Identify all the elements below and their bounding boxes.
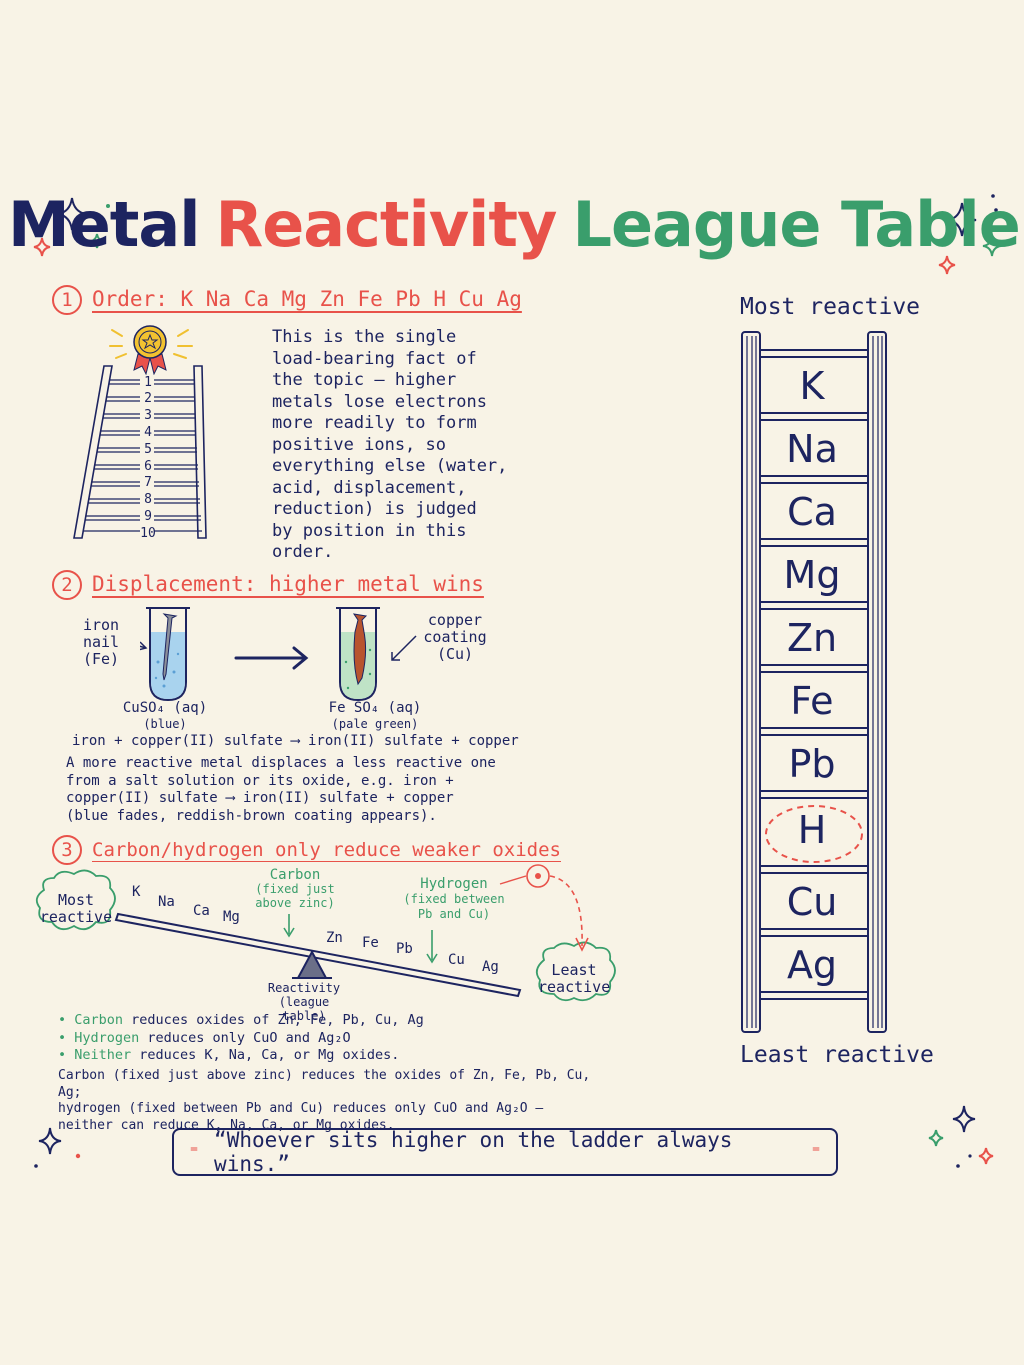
ladder-number: 3: [144, 408, 152, 423]
title-league-table: League Table: [572, 188, 1020, 261]
cuso4-label: CuSO₄ (aq): [122, 700, 208, 716]
ladder-number: 10: [140, 526, 156, 541]
ladder-number: 7: [144, 475, 152, 490]
feso4-label: Fe SO₄ (aq): [328, 700, 422, 716]
sparkle-icon: [33, 237, 51, 257]
beam-metal: Ca: [193, 903, 210, 919]
hydrogen-note: (fixed between Pb and Cu): [403, 892, 505, 921]
ladder-number: 9: [144, 509, 152, 524]
emphasis-marks-icon: ⁼: [809, 1140, 822, 1164]
seesaw-beam: [114, 912, 522, 998]
ladder-number: 4: [144, 425, 152, 440]
ladder-rung-na: Na: [786, 427, 838, 471]
ladder-rung-ca: Ca: [787, 490, 837, 534]
beam-metal: Fe: [362, 935, 379, 951]
iron-nail-label: iron nail (Fe): [82, 616, 120, 668]
sparkle-icon: [978, 1147, 994, 1165]
sparkle-icon: [982, 235, 1002, 257]
hydrogen-highlight-ring: [765, 805, 863, 863]
ladder-rung-fe: Fe: [790, 679, 834, 723]
ladder-number: 1: [144, 375, 152, 390]
sparkle-icon: [928, 1129, 944, 1147]
target-icon: [526, 864, 550, 888]
sparkle-icon: [38, 1127, 62, 1155]
sparkle-icon: [57, 197, 87, 231]
sparkle-icon: [938, 255, 956, 275]
hydrogen-label: Hydrogen: [420, 876, 488, 892]
ladder-number: 2: [144, 391, 152, 406]
ladder-bottom-label: Least reactive: [740, 1042, 934, 1068]
ladder-rung-k: K: [799, 364, 825, 408]
iron-nail-icon: [162, 613, 178, 681]
beam-metal: Cu: [448, 952, 465, 968]
emphasis-marks-icon: ⁼: [188, 1140, 201, 1164]
sparkle-icon: [952, 1105, 976, 1133]
pivot-label: Reactivity (league table): [267, 981, 341, 1023]
carbon-note: (fixed just above zinc): [255, 882, 335, 910]
ladder-rung-mg: Mg: [783, 553, 841, 597]
list-item: • Carbon reduces oxides of Zn, Fe, Pb, C…: [58, 1012, 424, 1028]
section2-paragraph: A more reactive metal displaces a less r…: [66, 755, 496, 824]
ladder-number: 8: [144, 492, 152, 507]
beam-metal: Na: [158, 894, 175, 910]
copper-coating-label: copper coating (Cu): [423, 611, 487, 663]
section1-heading-text: Order: K Na Ca Mg Zn Fe Pb H Cu Ag: [92, 287, 522, 311]
reduction-seesaw-diagram: K Na Ca Mg Zn Fe Pb Cu Ag: [35, 864, 616, 1002]
numbered-ladder-illustration: 1 2 3 4 5 6 7 8 9 10: [73, 325, 207, 541]
reaction-arrow-icon: [234, 646, 309, 670]
title-metal: Metal: [8, 188, 200, 261]
section1-heading: 1 Order: K Na Ca Mg Zn Fe Pb H Cu Ag: [52, 285, 522, 315]
sparkle-icon: [90, 233, 104, 249]
list-item: • Neither reduces K, Na, Ca, or Mg oxide…: [58, 1047, 400, 1063]
displacement-illustration: [140, 607, 417, 702]
section3-heading-text: Carbon/hydrogen only reduce weaker oxide…: [92, 839, 561, 861]
section2-number: 2: [52, 570, 82, 600]
test-tube-left-icon: [146, 607, 190, 702]
least-reactive-label: Least reactive: [538, 961, 611, 996]
ladder-rung-zn: Zn: [786, 616, 838, 660]
ladder-rung-cu: Cu: [786, 880, 838, 924]
beam-metal: K: [132, 884, 141, 900]
displacement-equation: iron + copper(II) sulfate ⟶ iron(II) sul…: [72, 733, 519, 749]
reactivity-ladder: [741, 331, 887, 1033]
medal-icon: [133, 325, 167, 376]
test-tube-right-icon: [336, 607, 380, 702]
pale-green-label: (pale green): [331, 717, 419, 731]
beam-metal: Pb: [396, 941, 413, 957]
ladder-rung-pb: Pb: [788, 742, 836, 786]
ladder-rung-h: H: [797, 808, 827, 852]
carbon-label: Carbon: [269, 867, 321, 883]
section2-heading-text: Displacement: higher metal wins: [92, 572, 484, 596]
ladder-number: 6: [144, 459, 152, 474]
section3-heading: 3 Carbon/hydrogen only reduce weaker oxid…: [52, 835, 561, 865]
title-reactivity: Reactivity: [215, 188, 557, 261]
section1-number: 1: [52, 285, 82, 315]
section3-number: 3: [52, 835, 82, 865]
section3-paragraph: Carbon (fixed just above zinc) reduces t…: [58, 1068, 591, 1133]
section2-heading: 2 Displacement: higher metal wins: [52, 570, 484, 600]
beam-metal: Mg: [223, 909, 240, 925]
beam-metal: Ag: [482, 959, 499, 975]
ladder-number: 5: [144, 442, 152, 457]
sparkle-icon: [947, 202, 977, 237]
section3-bullet-list: • Carbon reduces oxides of Zn, Fe, Pb, C…: [58, 1012, 424, 1065]
ladder-top-label: Most reactive: [740, 294, 921, 320]
ladder-rung-ag: Ag: [786, 943, 838, 987]
most-reactive-label: Most reactive: [39, 891, 113, 926]
section1-paragraph: This is the single load-bearing fact of …: [272, 327, 508, 562]
beam-metal: Zn: [326, 930, 343, 946]
quote-text: “Whoever sits higher on the ladder alway…: [214, 1128, 733, 1176]
quote-box: ⁼ “Whoever sits higher on the ladder alw…: [172, 1128, 838, 1176]
most-reactive-cloud-icon: [35, 869, 116, 931]
list-item: • Hydrogen reduces only CuO and Ag₂O: [58, 1029, 351, 1046]
blue-label: (blue): [143, 717, 187, 731]
least-reactive-cloud-icon: [535, 941, 616, 1002]
copper-coated-nail-icon: [352, 613, 368, 686]
